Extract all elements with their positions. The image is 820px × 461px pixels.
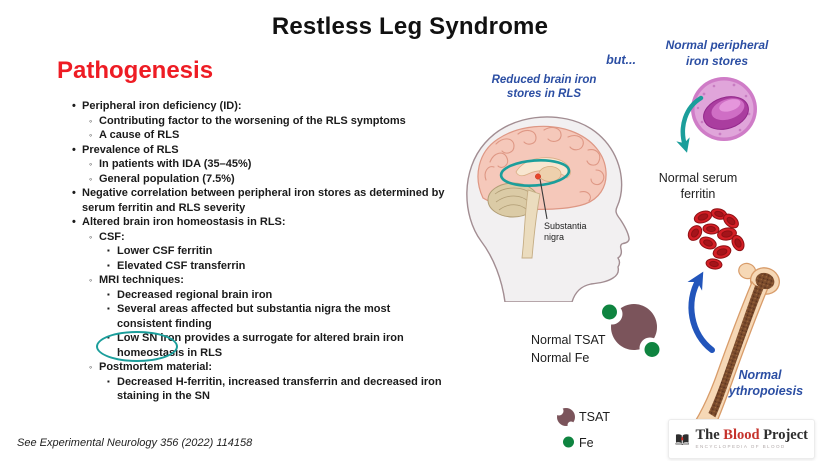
macrophage-cell-illustration — [691, 77, 757, 141]
bullet-item: A cause of RLS — [0, 128, 446, 143]
bullet-item: Negative correlation between peripheral … — [0, 186, 446, 215]
bullet-item: CSF: — [0, 230, 446, 245]
pathogenesis-bullet-list: Peripheral iron deficiency (ID): Contrib… — [0, 99, 446, 404]
red-blood-cells-illustration — [687, 208, 745, 270]
transferrin-blob-icon — [601, 303, 661, 359]
low-sn-circle-annotation — [96, 331, 178, 362]
bullet-item: Elevated CSF transferrin — [0, 259, 446, 274]
book-icon — [675, 433, 690, 445]
pathogenesis-heading: Pathogenesis — [57, 57, 214, 84]
logo-word-blood: Blood — [723, 427, 760, 444]
head-brain-illustration: Substantia nigra — [466, 116, 630, 302]
normal-fe-label: Normal Fe — [531, 351, 590, 365]
reduced-brain-label: Reduced brain iron stores in RLS — [491, 74, 597, 100]
substantia-nigra-dot — [535, 173, 541, 180]
legend-tsat-icon — [554, 406, 575, 429]
normal-tsat-label: Normal TSAT — [531, 333, 606, 347]
substantia-nigra-circle-icon — [499, 159, 571, 187]
bullet-item: Postmortem material: — [0, 360, 446, 375]
bullet-item: Low SN iron provides a surrogate for alt… — [0, 331, 446, 360]
but-label: but... — [606, 53, 636, 67]
legend-fe-icon — [563, 436, 574, 448]
bullet-item: Altered brain iron homeostasis in RLS: — [0, 215, 446, 230]
logo-tagline: ENCYCLOPEDIA OF BLOOD — [695, 444, 786, 450]
bullet-item: Prevalence of RLS — [0, 143, 446, 158]
substantia-nigra-label-line1: Substantia — [544, 221, 587, 231]
bullet-item: Decreased regional brain iron — [0, 288, 446, 303]
substantia-nigra-label-line2: nigra — [544, 232, 564, 242]
normal-serum-ferritin-label: Normal serum ferritin — [658, 171, 738, 201]
normal-erythropoiesis-label: Normal erythropoiesis — [716, 368, 804, 398]
bullet-item: Decreased H-ferritin, increased transfer… — [0, 375, 446, 404]
blood-project-logo: The Blood Project ENCYCLOPEDIA OF BLOOD — [668, 419, 815, 459]
bullet-item: Several areas affected but substantia ni… — [0, 302, 446, 331]
logo-word-project: Project — [763, 427, 808, 444]
substantia-nigra-pointer-line — [539, 178, 548, 220]
bullet-item: Peripheral iron deficiency (ID): — [0, 99, 446, 114]
bone-marrow-illustration — [680, 262, 780, 456]
legend-tsat-label: TSAT — [579, 410, 611, 424]
logo-word-the: The — [695, 427, 720, 444]
legend-fe-label: Fe — [579, 436, 594, 450]
bullet-item: In patients with IDA (35–45%) — [0, 157, 446, 172]
normal-peripheral-label: Normal peripheral iron stores — [665, 38, 769, 68]
bullet-item: MRI techniques: — [0, 273, 446, 288]
bullet-item: Contributing factor to the worsening of … — [0, 114, 446, 129]
footer-citation: See Experimental Neurology 356 (2022) 11… — [17, 437, 253, 449]
bullet-item: Lower CSF ferritin — [0, 244, 446, 259]
bullet-item: General population (7.5%) — [0, 172, 446, 187]
page-title: Restless Leg Syndrome — [271, 13, 549, 40]
